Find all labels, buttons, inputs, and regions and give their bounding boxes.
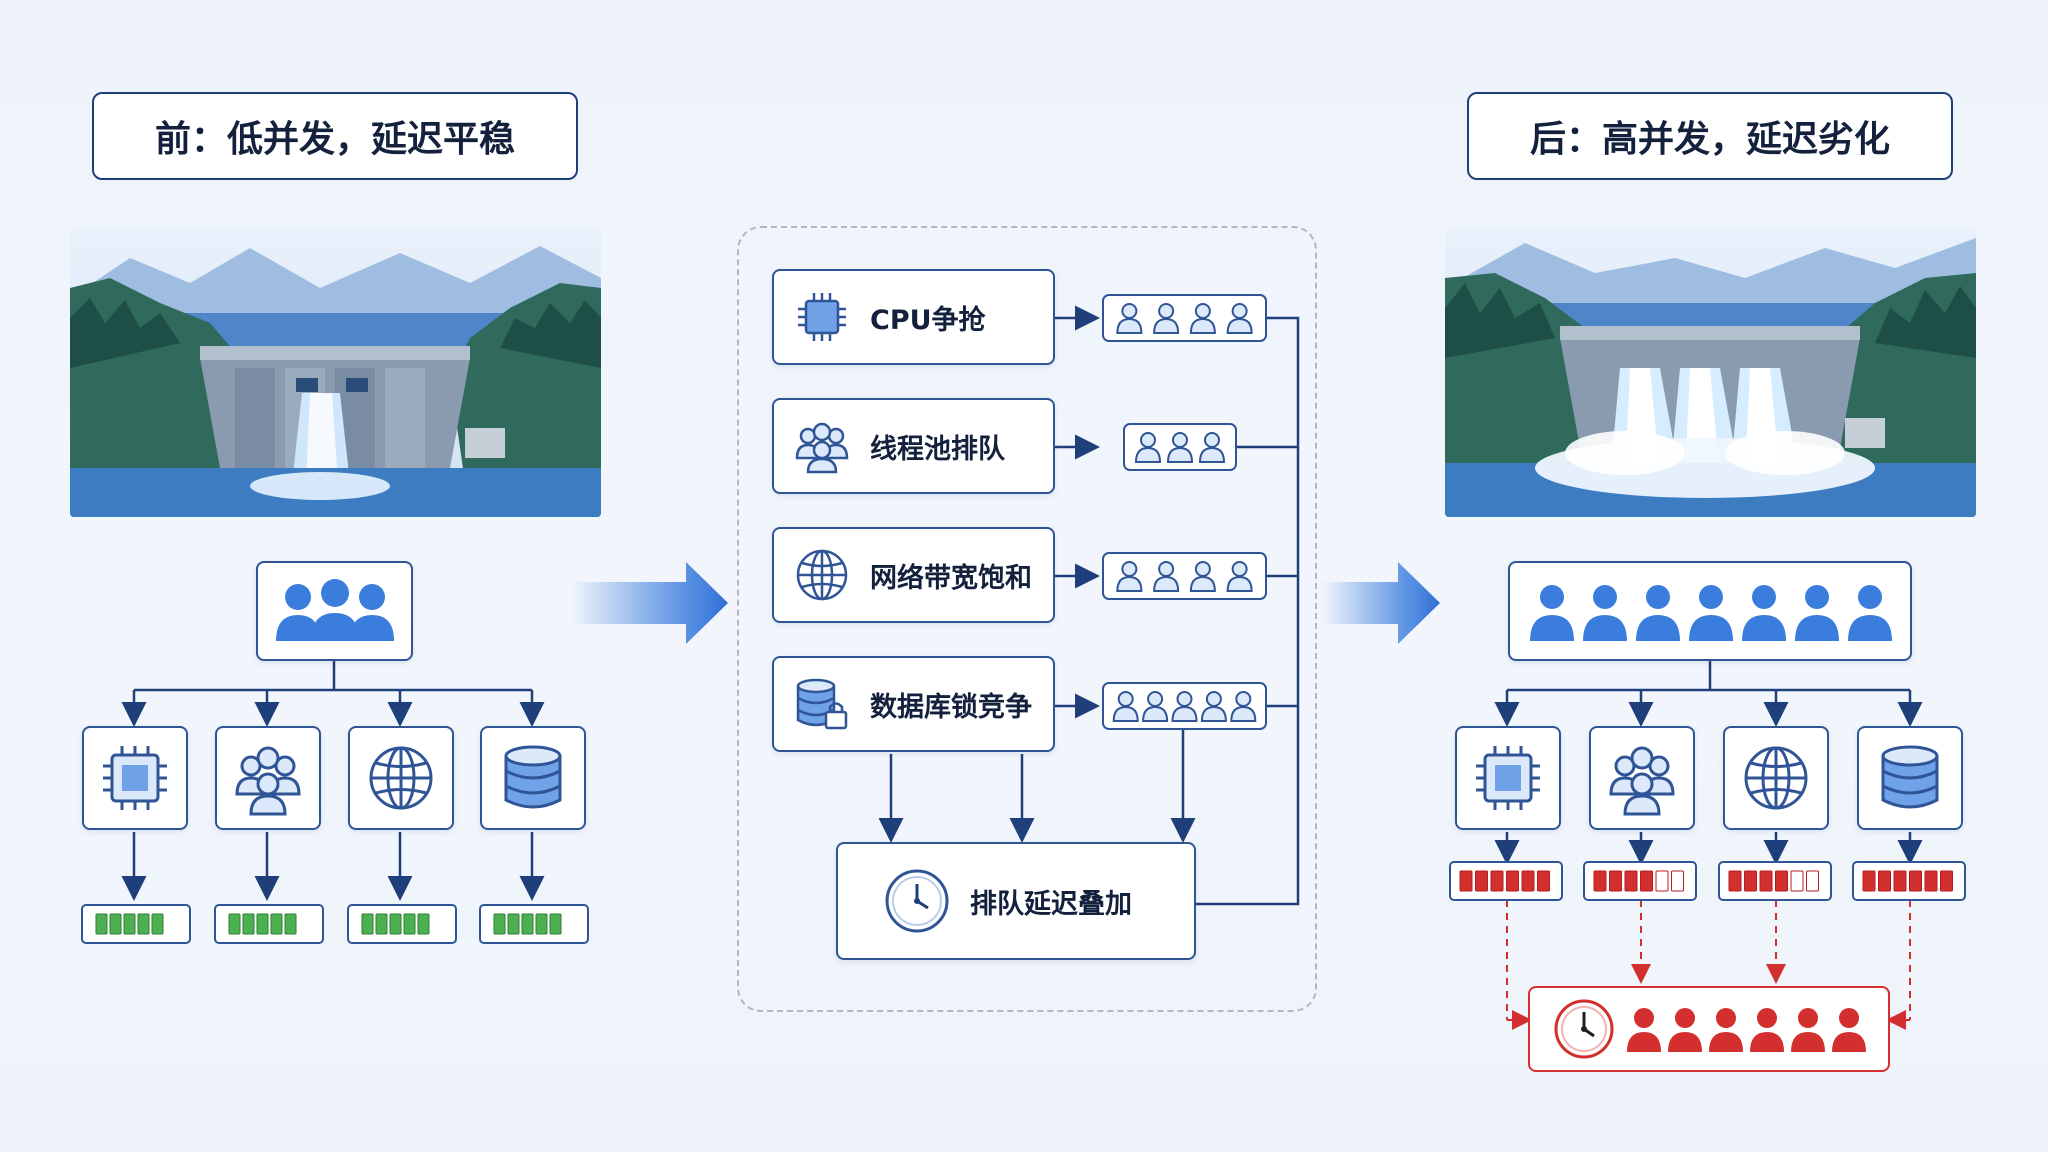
factor-network-saturation: 网络带宽饱和: [772, 527, 1055, 623]
clock-icon: [1554, 999, 1614, 1059]
resource-network-before: [348, 726, 454, 830]
cpu-chip-icon: [103, 746, 167, 810]
clock-icon: [885, 869, 949, 933]
dam-before-illustration: [70, 228, 601, 517]
thread-group-icon: [1609, 746, 1675, 816]
latency-accumulation-after: [1528, 986, 1890, 1072]
queue-latency-summary: 排队延迟叠加: [836, 842, 1196, 960]
queue-chip: [1102, 552, 1267, 600]
bottleneck-panel: [737, 226, 1317, 1012]
dam-after-illustration: [1445, 228, 1976, 517]
factor-label: 网络带宽饱和: [870, 562, 1032, 594]
flow-arrow-left: [570, 562, 728, 644]
queue-bar-after: [1718, 861, 1832, 901]
summary-label: 排队延迟叠加: [970, 888, 1132, 920]
database-icon: [504, 745, 562, 809]
queue-bar-after: [1449, 861, 1563, 901]
factor-threadpool-queue: 线程池排队: [772, 398, 1055, 494]
waiting-user-icon: [1750, 1008, 1784, 1052]
resource-database-before: [480, 726, 586, 830]
users-icon: [276, 579, 394, 641]
factor-label: 线程池排队: [870, 433, 1005, 465]
queue-chip: [1102, 294, 1267, 342]
globe-icon: [796, 549, 848, 601]
resource-cpu-after: [1455, 726, 1561, 830]
user-group-before: [256, 561, 413, 661]
after-title: 后：高并发，延迟劣化: [1467, 92, 1953, 180]
cpu-chip-icon: [1476, 746, 1540, 810]
queue-bar-before: [81, 904, 191, 944]
factor-cpu-contention: CPU争抢: [772, 269, 1055, 365]
waiting-user-icon: [1832, 1008, 1866, 1052]
waiting-user-icon: [1668, 1008, 1702, 1052]
globe-icon: [1744, 746, 1808, 810]
queue-bar-before: [347, 904, 457, 944]
factor-label: 数据库锁竞争: [870, 691, 1032, 723]
queue-bar-after: [1583, 861, 1697, 901]
waiting-user-icon: [1627, 1008, 1661, 1052]
database-lock-icon: [796, 678, 848, 730]
factor-db-lock-contention: 数据库锁竞争: [772, 656, 1055, 752]
thread-group-icon: [795, 422, 849, 474]
waiting-user-icon: [1709, 1008, 1743, 1052]
queue-bar-before: [479, 904, 589, 944]
factor-label: CPU争抢: [870, 304, 986, 336]
cpu-chip-icon: [798, 293, 846, 341]
waiting-user-icon: [1791, 1008, 1825, 1052]
queue-bar-after: [1852, 861, 1966, 901]
users-icon: [1530, 585, 1892, 641]
resource-threads-before: [215, 726, 321, 830]
before-title: 前：低并发，延迟平稳: [92, 92, 578, 180]
globe-icon: [369, 746, 433, 810]
resource-threads-after: [1589, 726, 1695, 830]
database-icon: [1881, 745, 1939, 809]
queue-chip: [1123, 423, 1237, 471]
thread-group-icon: [235, 746, 301, 816]
resource-network-after: [1723, 726, 1829, 830]
user-group-after: [1508, 561, 1912, 661]
queue-chip: [1102, 682, 1267, 730]
resource-database-after: [1857, 726, 1963, 830]
resource-cpu-before: [82, 726, 188, 830]
flow-arrow-right: [1322, 562, 1440, 644]
queue-bar-before: [214, 904, 324, 944]
